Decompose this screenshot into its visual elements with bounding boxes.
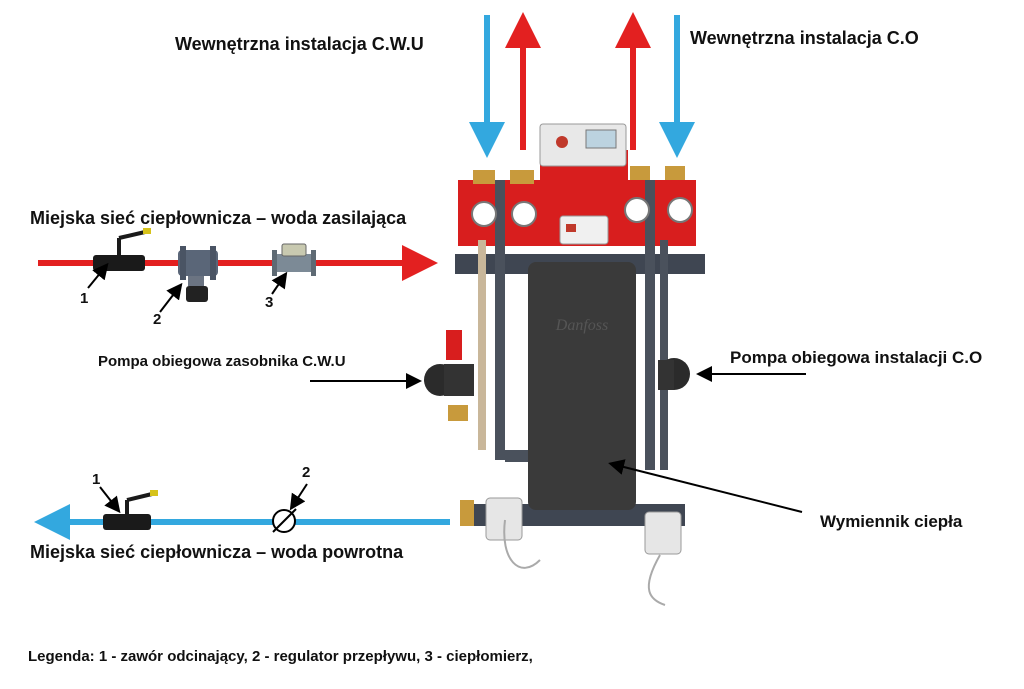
label-return-water: Miejska sieć ciepłownicza – woda powrotn… (30, 542, 404, 562)
pump-co-icon (658, 358, 690, 390)
label-cwu-installation: Wewnętrzna instalacja C.W.U (175, 34, 424, 54)
return-line (34, 483, 450, 540)
label-pump-co: Pompa obiegowa instalacji C.O (730, 348, 983, 367)
shutoff-valve-icon (103, 490, 158, 530)
flow-regulator-symbol-icon (272, 508, 297, 533)
supply-line (38, 228, 438, 313)
heat-meter-icon (272, 243, 316, 276)
marker-supply-3: 3 (265, 294, 274, 311)
marker-return-1: 1 (92, 471, 101, 488)
gauge-icon (511, 201, 537, 227)
pump-cwu-icon (424, 330, 474, 396)
svg-text:Danfoss: Danfoss (555, 317, 608, 334)
heat-exchanger (528, 262, 636, 510)
flow-regulator-icon (178, 246, 218, 302)
actuator-icon (644, 511, 682, 555)
shutoff-valve-icon (93, 228, 151, 271)
gauge-icon (471, 201, 497, 227)
top-arrows (469, 12, 695, 158)
marker-return-2: 2 (302, 464, 311, 481)
label-pump-cwu: Pompa obiegowa zasobnika C.W.U (98, 353, 346, 370)
marker-supply-2: 2 (153, 311, 162, 328)
gauge-icon (667, 197, 693, 223)
label-heat-exchanger: Wymiennik ciepła (820, 512, 963, 531)
gauge-icon (624, 197, 650, 223)
label-supply-water: Miejska sieć ciepłownicza – woda zasilaj… (30, 208, 407, 228)
substation-unit: Danfoss (424, 123, 705, 606)
marker-supply-1: 1 (80, 290, 89, 307)
label-co-installation: Wewnętrzna instalacja C.O (690, 28, 919, 48)
legend-text: Legenda: 1 - zawór odcinający, 2 - regul… (28, 648, 533, 665)
